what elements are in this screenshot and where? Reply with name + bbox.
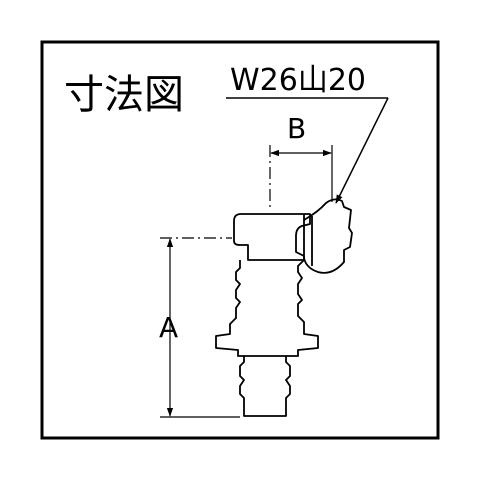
main-body	[215, 259, 319, 357]
coupling-nut	[303, 198, 353, 274]
thread-leader-arrow	[335, 97, 389, 204]
drawing-frame	[40, 40, 440, 440]
dimension-b-label: B	[287, 112, 306, 145]
thread-label: W26山20	[230, 63, 366, 98]
elbow-body	[233, 213, 311, 261]
dimension-a-label: A	[159, 311, 178, 344]
threaded-stem	[239, 356, 291, 417]
drawing-title: 寸法図	[64, 72, 184, 118]
faucet-fitting	[215, 198, 353, 417]
